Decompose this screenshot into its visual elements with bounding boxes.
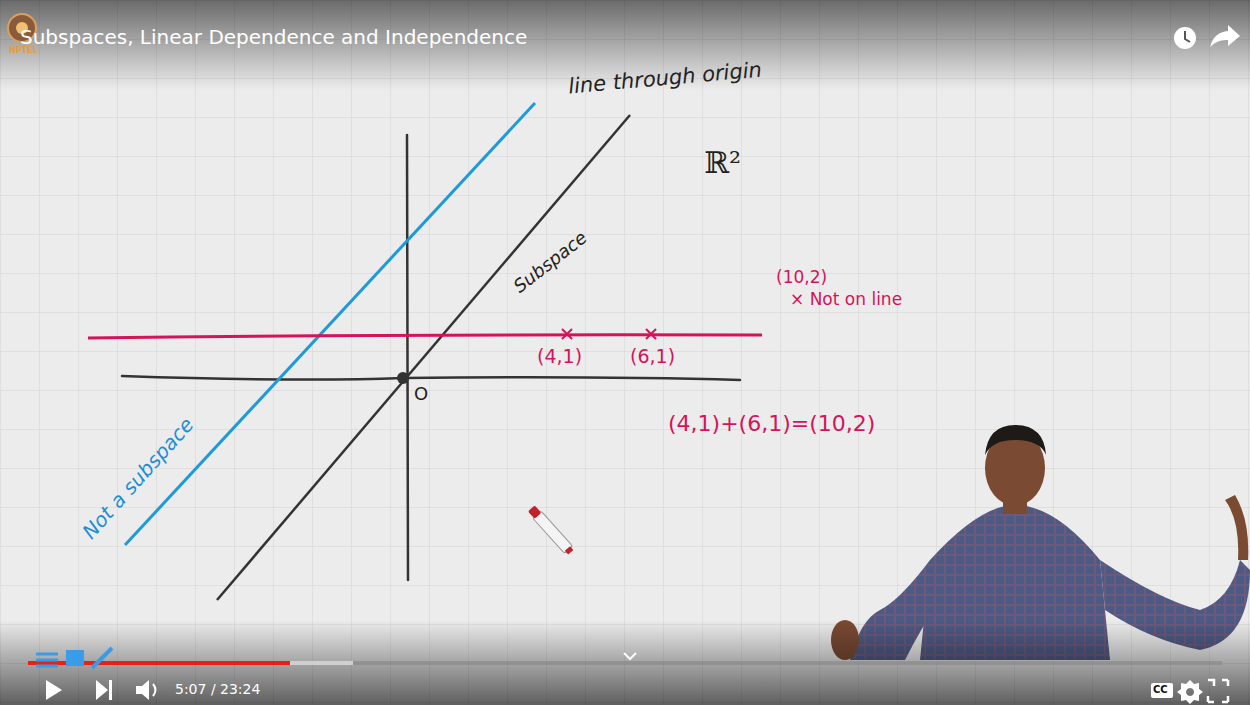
space-symbol: ℝ² bbox=[704, 146, 741, 181]
red-line bbox=[88, 335, 762, 338]
point-coordinate: (6,1) bbox=[630, 346, 675, 368]
annotation-tools bbox=[36, 648, 112, 668]
point-coordinate: (10,2) bbox=[776, 268, 827, 288]
volume-icon bbox=[136, 680, 156, 700]
point-coordinate: (4,1) bbox=[537, 346, 582, 368]
time-display: 5:07 / 23:24 bbox=[175, 681, 260, 697]
line-annotation: line through origin bbox=[567, 58, 762, 99]
subspace-annotation: Subspace bbox=[509, 227, 590, 297]
video-title: Subspaces, Linear Dependence and Indepen… bbox=[20, 26, 527, 49]
subspace-line bbox=[217, 115, 630, 600]
cc-button-bg bbox=[1151, 683, 1173, 698]
affine-line bbox=[125, 103, 535, 545]
sum-equation: (4,1)+(6,1)=(10,2) bbox=[668, 411, 875, 436]
marker-pen bbox=[527, 505, 575, 556]
play-icon bbox=[46, 680, 62, 700]
progress-track bbox=[28, 661, 1222, 665]
share-icon bbox=[1210, 25, 1240, 47]
not-subspace-annotation: Not a subspace bbox=[78, 413, 198, 543]
cc-button: CC bbox=[1153, 684, 1168, 696]
point-note: × Not on line bbox=[790, 290, 902, 310]
axes bbox=[122, 135, 740, 580]
point-marks bbox=[562, 329, 656, 339]
origin-label: O bbox=[414, 384, 428, 405]
controls-shade bbox=[0, 620, 1250, 705]
next-icon bbox=[96, 680, 112, 700]
settings-icon bbox=[1177, 680, 1203, 704]
watch-later-icon bbox=[1174, 27, 1196, 49]
fullscreen-icon bbox=[1208, 680, 1228, 702]
channel-name: NPTEL bbox=[9, 46, 38, 55]
chevron bbox=[624, 653, 636, 659]
